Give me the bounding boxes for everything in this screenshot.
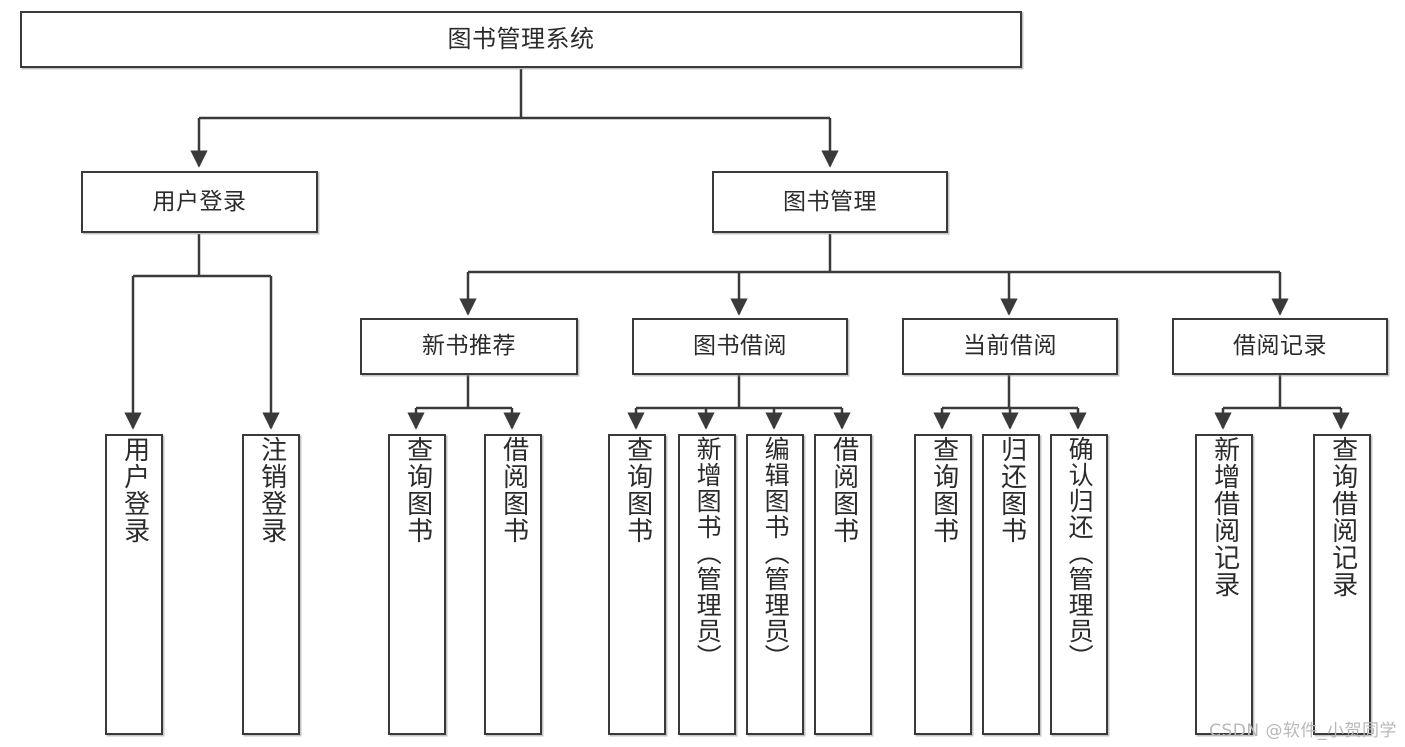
leaf-new-book-recommend-1[interactable]: 借阅图书 xyxy=(484,434,542,735)
node-label: 借阅记录 xyxy=(1233,333,1327,360)
leaf-book-borrow-0[interactable]: 查询图书 xyxy=(608,434,666,735)
leaf-new-book-recommend-0[interactable]: 查询图书 xyxy=(388,434,446,735)
leaf-book-borrow-3[interactable]: 借阅图书 xyxy=(814,434,872,735)
node-label: 图书管理系统 xyxy=(447,24,595,53)
node-label: 新增图书（管理员） xyxy=(693,436,723,670)
node-label: 查询图书 xyxy=(928,436,959,544)
node-label: 当前借阅 xyxy=(963,333,1057,360)
node-current-borrow[interactable]: 当前借阅 xyxy=(902,318,1118,375)
leaf-borrow-record-1[interactable]: 查询借阅记录 xyxy=(1313,434,1371,735)
leaf-current-borrow-2[interactable]: 确认归还（管理员） xyxy=(1050,434,1108,735)
node-book-borrow[interactable]: 图书借阅 xyxy=(632,318,848,375)
node-label: 查询图书 xyxy=(622,436,653,544)
node-label: 用户登录 xyxy=(152,188,247,215)
leaf-current-borrow-1[interactable]: 归还图书 xyxy=(982,434,1040,735)
node-label: 编辑图书（管理员） xyxy=(761,436,791,670)
leaf-user-login-1[interactable]: 注销登录 xyxy=(242,434,300,735)
node-label: 确认归还（管理员） xyxy=(1065,436,1095,670)
node-label: 借阅图书 xyxy=(498,436,529,544)
leaf-user-login-0[interactable]: 用户登录 xyxy=(105,434,163,735)
node-label: 归还图书 xyxy=(996,436,1027,544)
node-root-book-management-system[interactable]: 图书管理系统 xyxy=(20,11,1022,68)
csdn-watermark: CSDN @软件_小贺同学 xyxy=(1209,721,1397,741)
node-label: 图书管理 xyxy=(783,188,877,215)
node-label: 查询借阅记录 xyxy=(1327,436,1358,598)
node-borrow-record[interactable]: 借阅记录 xyxy=(1172,318,1388,375)
node-user-login[interactable]: 用户登录 xyxy=(81,171,318,233)
node-label: 查询图书 xyxy=(402,436,433,544)
leaf-borrow-record-0[interactable]: 新增借阅记录 xyxy=(1195,434,1253,735)
node-label: 新增借阅记录 xyxy=(1209,436,1240,598)
node-label: 新书推荐 xyxy=(422,333,516,360)
leaf-current-borrow-0[interactable]: 查询图书 xyxy=(914,434,972,735)
node-label: 用户登录 xyxy=(119,436,150,544)
node-book-management[interactable]: 图书管理 xyxy=(712,171,948,233)
leaf-book-borrow-1[interactable]: 新增图书（管理员） xyxy=(678,434,736,735)
node-new-book-recommend[interactable]: 新书推荐 xyxy=(360,318,578,375)
leaf-book-borrow-2[interactable]: 编辑图书（管理员） xyxy=(746,434,804,735)
node-label: 注销登录 xyxy=(256,436,287,544)
node-label: 借阅图书 xyxy=(828,436,859,544)
node-label: 图书借阅 xyxy=(693,333,787,360)
